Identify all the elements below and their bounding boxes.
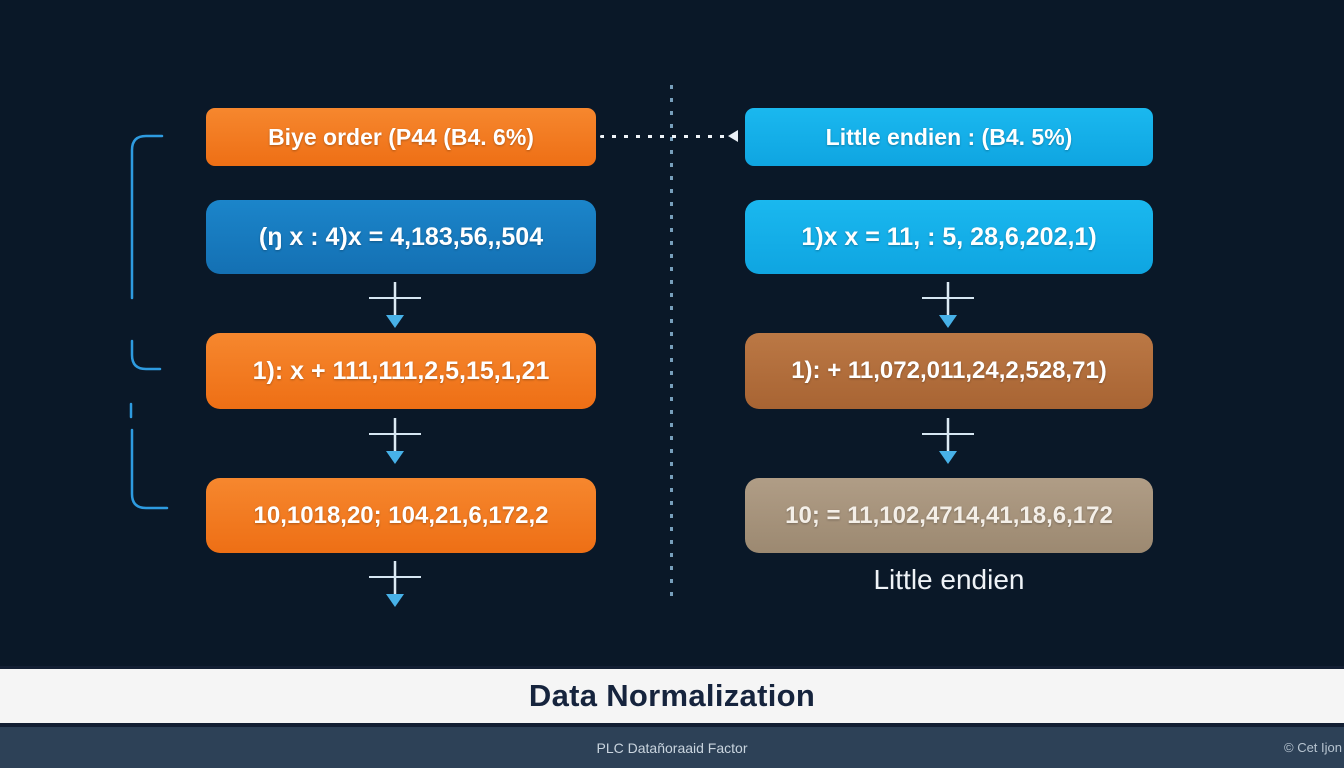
bracket-decoration [129,134,169,510]
box-label: 1): x + 111,111,2,5,15,1,21 [252,356,550,385]
down-arrow-icon [369,561,421,607]
box-label: Biye order (P44 (B4. 6%) [268,123,534,150]
left-arrowhead-icon [728,130,738,142]
box-right-step1: 1)x x = 11, : 5, 28,6,202,1) [745,200,1153,274]
down-arrow-icon [922,282,974,328]
box-right-step3: 10; = 11,102,4714,41,18,6,172 [745,478,1153,553]
box-right-step2: 1): + 11,072,011,24,2,528,71) [745,333,1153,409]
dotted-connector-line [600,135,728,138]
box-label: 10; = 11,102,4714,41,18,6,172 [785,501,1113,529]
down-arrow-icon [369,418,421,464]
box-label: 1)x x = 11, : 5, 28,6,202,1) [801,222,1097,251]
box-label: 1): + 11,072,011,24,2,528,71) [791,357,1107,384]
page-title: Data Normalization [528,678,816,713]
title-banner: Data Normalization [0,666,1344,727]
footer-bar: PLC Datañoraaid Factor © Cet Ijon [0,727,1344,768]
box-left-step3: 10,1018,20; 104,21,6,172,2 [206,478,596,553]
box-left-step2: 1): x + 111,111,2,5,15,1,21 [206,333,596,409]
box-little-endian-header: Little endien : (B4. 5%) [745,108,1153,166]
down-arrow-icon [369,282,421,328]
dotted-divider [670,85,673,600]
box-label: (ŋ x : 4)x = 4,183,56,,504 [258,222,544,251]
box-label: Little endien : (B4. 5%) [825,123,1073,150]
box-label: 10,1018,20; 104,21,6,172,2 [253,501,549,529]
box-left-step1: (ŋ x : 4)x = 4,183,56,,504 [206,200,596,274]
footer-center-text: PLC Datañoraaid Factor [596,739,748,756]
down-arrow-icon [922,418,974,464]
box-byte-order-header: Biye order (P44 (B4. 6%) [206,108,596,166]
little-endian-caption: Little endien [873,564,1025,595]
footer-copyright: © Cet Ijon [1284,740,1342,755]
